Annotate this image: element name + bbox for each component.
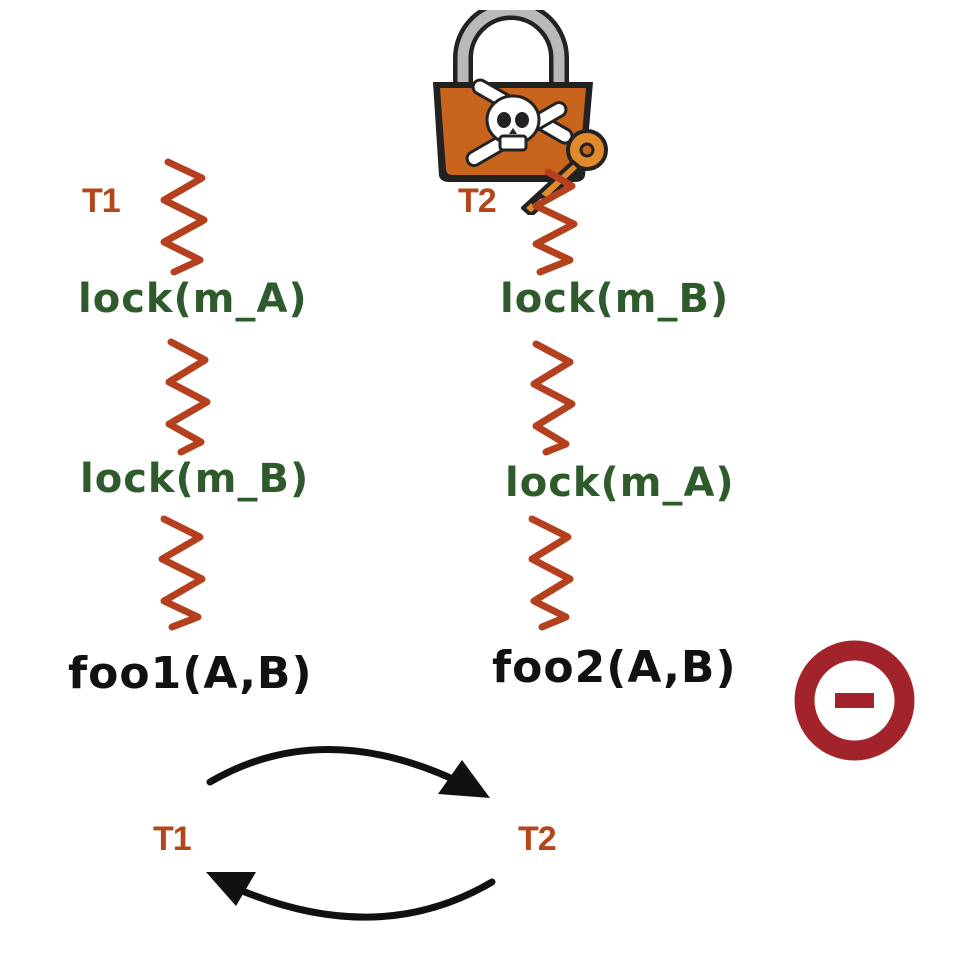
cycle-thread1-label: T1 xyxy=(153,820,192,858)
thread1-lock-second: lock(m_B) xyxy=(80,456,310,502)
thread1-execution-squiggle-2 xyxy=(165,338,211,456)
thread1-function-call: foo1(A,B) xyxy=(68,648,313,699)
thread1-label: T1 xyxy=(82,182,121,220)
key-icon xyxy=(521,129,608,215)
thread2-execution-squiggle-2 xyxy=(530,340,576,456)
thread1-lock-first: lock(m_A) xyxy=(78,276,308,322)
cycle-thread2-label: T2 xyxy=(518,820,557,858)
no-entry-icon xyxy=(794,640,915,761)
padlock-skull-icon xyxy=(433,10,608,215)
thread1-execution-squiggle-1 xyxy=(160,158,208,276)
arrow-t2-to-t1 xyxy=(206,872,496,921)
thread1-execution-squiggle-3 xyxy=(158,515,206,631)
arrow-t1-to-t2 xyxy=(206,746,490,798)
thread2-lock-second: lock(m_A) xyxy=(505,460,735,506)
thread2-label: T2 xyxy=(458,182,497,220)
thread2-lock-first: lock(m_B) xyxy=(500,276,730,322)
thread2-function-call: foo2(A,B) xyxy=(492,642,737,693)
thread2-execution-squiggle-1 xyxy=(532,168,578,276)
thread2-execution-squiggle-3 xyxy=(528,515,574,631)
